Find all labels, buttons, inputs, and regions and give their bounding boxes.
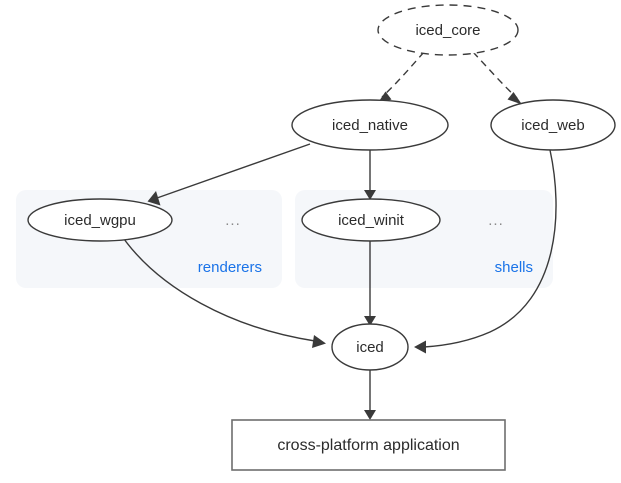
node-iced[interactable]: iced	[331, 323, 409, 371]
shells-ellipsis-label: ...	[488, 212, 504, 229]
edge-native-to-wgpu-arrowhead	[147, 191, 161, 206]
nodes-layer: iced_core iced_native iced_web iced_wgpu…	[27, 4, 616, 471]
edge-wgpu-to-iced	[123, 238, 326, 348]
node-iced-winit-label: iced_winit	[338, 212, 405, 229]
edge-core-to-web-line	[472, 51, 518, 99]
edges-layer	[123, 51, 557, 420]
cluster-shells-label: shells	[495, 259, 533, 276]
node-iced-core-label: iced_core	[415, 22, 480, 39]
renderers-ellipsis-label: ...	[225, 212, 241, 229]
node-iced-wgpu-shape[interactable]	[27, 198, 173, 242]
node-iced-web-shape[interactable]	[490, 99, 616, 151]
edge-wgpu-to-iced-arrowhead	[312, 335, 326, 348]
node-iced-core-shape[interactable]	[377, 4, 519, 56]
edge-native-to-winit	[364, 150, 376, 200]
node-cross-platform-application[interactable]: cross-platform application	[231, 419, 506, 471]
edge-web-to-iced	[414, 149, 557, 354]
node-cross-platform-application-shape[interactable]	[231, 419, 506, 471]
node-iced-winit-shape[interactable]	[301, 198, 441, 242]
edge-iced-to-app-arrowhead	[364, 410, 376, 420]
edge-core-to-web-arrowhead	[507, 92, 522, 105]
node-iced-wgpu[interactable]: iced_wgpu	[27, 198, 173, 242]
edge-winit-to-iced-arrowhead	[364, 316, 376, 326]
node-iced-label: iced	[356, 339, 384, 356]
edge-native-to-winit-arrowhead	[364, 190, 376, 200]
edge-core-to-native-line	[381, 51, 425, 98]
edge-winit-to-iced	[364, 241, 376, 326]
node-iced-shape[interactable]	[331, 323, 409, 371]
edge-core-to-native	[377, 51, 425, 104]
edge-iced-to-app	[364, 370, 376, 420]
node-iced-core[interactable]: iced_core	[377, 4, 519, 56]
node-iced-winit[interactable]: iced_winit	[301, 198, 441, 242]
node-iced-web[interactable]: iced_web	[490, 99, 616, 151]
edge-wgpu-to-iced-line	[123, 238, 316, 342]
node-iced-native-label: iced_native	[332, 117, 408, 134]
edge-core-to-web	[472, 51, 522, 105]
node-iced-web-label: iced_web	[521, 117, 584, 134]
node-iced-native-shape[interactable]	[291, 99, 449, 151]
edge-web-to-iced-arrowhead	[414, 340, 426, 354]
node-iced-native[interactable]: iced_native	[291, 99, 449, 151]
cluster-renderers-label: renderers	[198, 259, 262, 276]
edge-web-to-iced-line	[423, 149, 557, 348]
node-iced-wgpu-label: iced_wgpu	[64, 212, 136, 229]
edge-native-to-wgpu	[147, 143, 311, 206]
node-cross-platform-application-label: cross-platform application	[277, 437, 459, 454]
edge-native-to-wgpu-line	[156, 143, 311, 199]
